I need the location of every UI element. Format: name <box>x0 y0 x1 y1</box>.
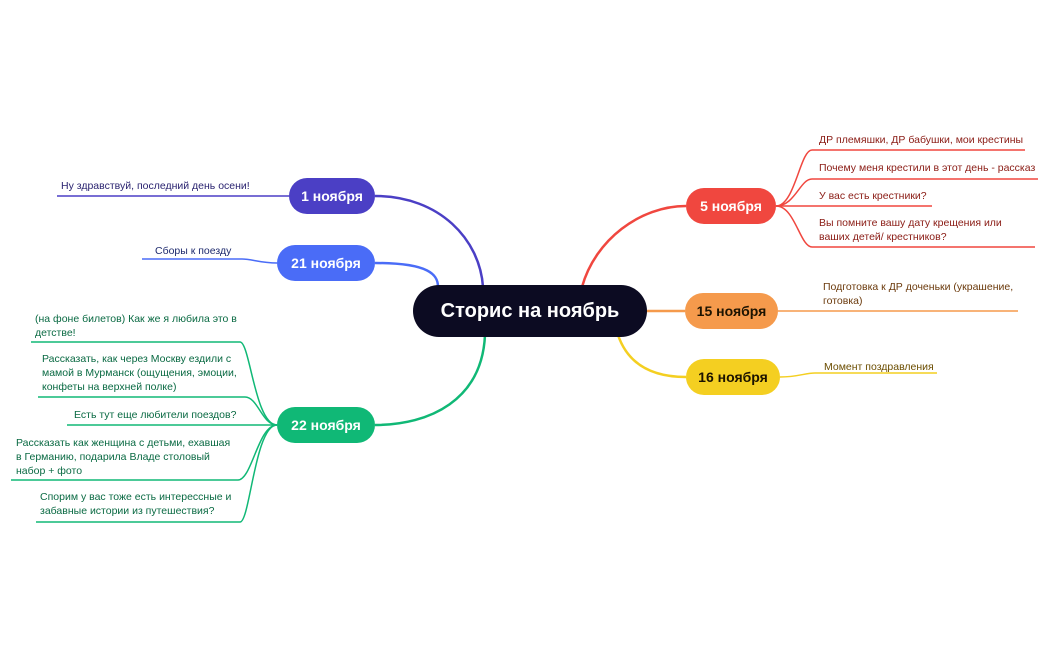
link-nov21-leaf <box>142 258 278 264</box>
branch-node-nov1[interactable]: 1 ноября <box>289 178 375 214</box>
leaf-nov21-1[interactable]: Сборы к поезду <box>155 245 232 257</box>
leaf-nov1-1[interactable]: Ну здравствуй, последний день осени! <box>61 180 250 192</box>
leaf-nov5-4[interactable]: Вы помните вашу дату крещения или ваших … <box>819 217 1002 243</box>
link-nov16-leaf <box>779 372 937 378</box>
leaf-nov22-3[interactable]: Есть тут еще любители поездов? <box>74 409 237 421</box>
link-nov5-leaf-1 <box>775 149 1025 207</box>
link-root-nov5 <box>580 204 687 288</box>
link-root-nov16 <box>616 334 687 379</box>
branch-node-nov5[interactable]: 5 ноября <box>686 188 776 224</box>
link-nov22-leaf-1 <box>31 341 278 426</box>
leaf-nov22-1[interactable]: (на фоне билетов) Как же я любила это в … <box>35 313 237 339</box>
link-nov22-leaf-2 <box>38 396 278 426</box>
branch-node-nov15[interactable]: 15 ноября <box>685 293 778 329</box>
branch-node-nov22[interactable]: 22 ноября <box>277 407 375 443</box>
leaf-nov5-2[interactable]: Почему меня крестили в этот день - расск… <box>819 162 1036 174</box>
link-nov22-leaf-5 <box>36 424 278 523</box>
root-topic[interactable]: Сторис на ноябрь <box>413 285 647 337</box>
leaf-nov5-3[interactable]: У вас есть крестники? <box>819 190 927 202</box>
leaf-nov16-1[interactable]: Момент поздравления <box>824 361 934 373</box>
link-nov5-leaf-4 <box>775 205 1035 248</box>
leaf-nov22-5[interactable]: Спорим у вас тоже есть интерессные и заб… <box>40 491 232 517</box>
link-root-nov21 <box>374 261 440 288</box>
leaf-nov22-2[interactable]: Рассказать, как через Москву ездили с ма… <box>42 353 237 393</box>
link-root-nov22 <box>374 334 487 427</box>
branch-node-nov16[interactable]: 16 ноября <box>686 359 780 395</box>
branch-node-nov21[interactable]: 21 ноября <box>277 245 375 281</box>
leaf-nov5-1[interactable]: ДР племяшки, ДР бабушки, мои крестины <box>819 134 1024 146</box>
link-nov5-leaf-2 <box>775 178 1038 207</box>
link-root-nov1 <box>374 194 485 288</box>
leaf-nov22-4[interactable]: Рассказать как женщина с детьми, ехавшая… <box>16 437 231 477</box>
leaf-nov15-1[interactable]: Подготовка к ДР доченьки (украшение, гот… <box>823 281 1014 307</box>
